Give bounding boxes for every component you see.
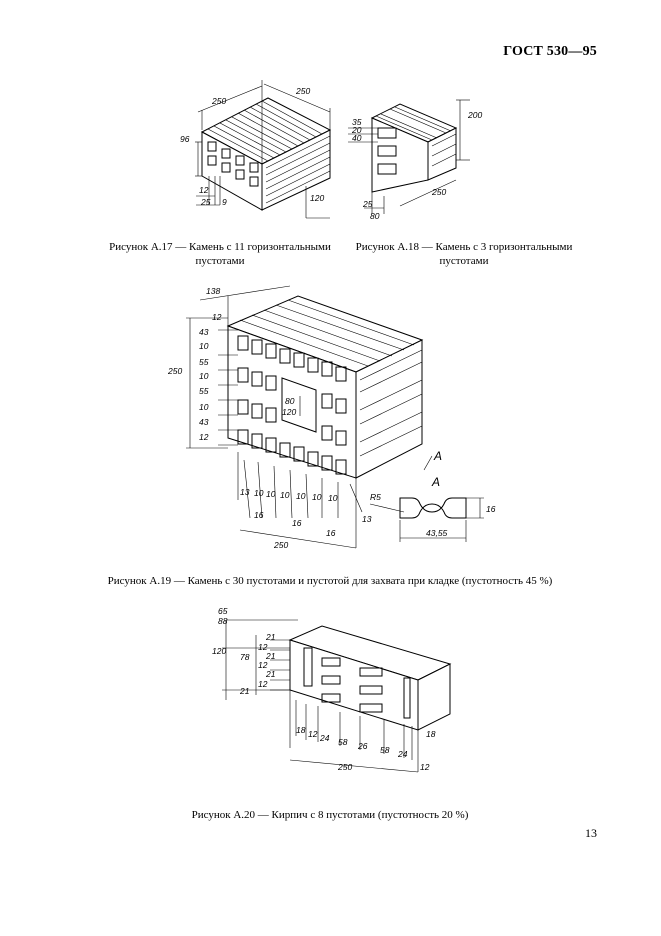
fig20-dim-78: 78 (240, 652, 250, 662)
figure-a17-caption-line1: Рисунок А.17 — Камень с 11 горизонтальны… (109, 241, 331, 253)
detail-a-4355: 43,55 (426, 528, 448, 538)
fig19-bottom-dim-4: 10 (296, 491, 306, 501)
fig19-bottom-dim-7: 13 (362, 514, 372, 524)
fig19-left-dim-6: 43 (199, 417, 209, 427)
figure-a18-caption: Рисунок А.18 — Камень с 3 горизонтальным… (346, 240, 582, 268)
fig19-left-dim-7: 12 (199, 432, 209, 442)
fig19-bottom-dim-1: 10 (254, 488, 264, 498)
fig18-dim-35: 35 (352, 117, 362, 127)
fig19-dim-16b: 16 (292, 518, 302, 528)
fig19-bottom-dim-0: 13 (240, 487, 250, 497)
figure-a20-drawing: 65 88 120 78 21 12 21 12 21 12 21 18 12 … (212, 606, 452, 773)
figure-a17-drawing: 250 250 96 12 25 9 120 (180, 80, 332, 219)
fig20-left-dim-2: 21 (265, 651, 276, 661)
fig20-left-dim-1: 12 (258, 642, 268, 652)
fig18-dim-25: 25 (362, 199, 373, 209)
figure-a18-drawing: 35 20 40 200 250 25 80 (348, 99, 482, 221)
figure-a17-caption-line2: пустотами (195, 255, 245, 267)
fig19-dim-16a: 16 (254, 510, 264, 520)
fig19-left-dim-4: 55 (199, 386, 209, 396)
fig20-left-dim-4: 21 (265, 669, 276, 679)
fig19-left-dim-3: 10 (199, 371, 209, 381)
fig20-dim-88: 88 (218, 616, 228, 626)
fig20-bottom-dim-6: 24 (397, 749, 408, 759)
fig19-dim-grip80: 80 (285, 396, 295, 406)
figure-a19-drawing: 138 12 250 43 10 55 10 55 10 43 12 80 12… (167, 285, 442, 550)
fig20-bottom-dim-3: 58 (338, 737, 348, 747)
fig20-bottom-dim-1: 12 (308, 729, 318, 739)
fig19-left-dim-5: 10 (199, 402, 209, 412)
fig19-bottom-dim-5: 10 (312, 492, 322, 502)
fig19-label-a: A (433, 449, 442, 463)
fig20-bottom-dim-8: 18 (426, 729, 436, 739)
fig17-dim-9: 9 (222, 197, 227, 207)
fig18-dim-80: 80 (370, 211, 380, 221)
fig19-bottom-dim-2: 10 (266, 489, 276, 499)
figure-a17-caption: Рисунок А.17 — Камень с 11 горизонтальны… (100, 240, 340, 268)
fig20-left-dim-0: 21 (265, 632, 276, 642)
fig19-dim-12-top: 12 (212, 312, 222, 322)
fig19-dim-250-width: 250 (273, 540, 288, 550)
fig20-bottom-dim-5: 58 (380, 745, 390, 755)
fig20-left-dim-5: 12 (258, 679, 268, 689)
figure-a19-caption: Рисунок А.19 — Камень с 30 пустотами и п… (107, 575, 553, 587)
fig20-dim-120: 120 (212, 646, 226, 656)
figure-a20-caption: Рисунок А.20 — Кирпич с 8 пустотами (пус… (191, 809, 469, 821)
fig17-dim-top250: 250 (295, 86, 310, 96)
fig19-dim-16c: 16 (326, 528, 336, 538)
fig19-dim-250-side: 250 (167, 366, 182, 376)
fig17-dim-96: 96 (180, 134, 190, 144)
fig17-dim-25: 25 (200, 197, 211, 207)
figure-a18-caption-line2: пустотами (439, 255, 489, 267)
detail-a-r5: R5 (370, 492, 381, 502)
fig20-bottom-dim-2: 24 (319, 733, 330, 743)
document-header: ГОСТ 530—95 (503, 44, 597, 59)
fig20-bottom-dim-0: 18 (296, 725, 306, 735)
fig17-dim-120: 120 (310, 193, 324, 203)
fig20-bottom-dim-7: 12 (420, 762, 430, 772)
detail-a-label: A (431, 475, 440, 489)
fig19-bottom-dim-3: 10 (280, 490, 290, 500)
detail-a-drawing: A R5 16 43,55 (369, 475, 496, 542)
fig20-dim-250: 250 (337, 762, 352, 772)
fig19-left-dim-2: 55 (199, 357, 209, 367)
fig18-dim-20: 20 (351, 125, 362, 135)
fig18-dim-250: 250 (431, 187, 446, 197)
fig20-bottom-dim-4: 26 (357, 741, 368, 751)
fig19-left-dim-1: 10 (199, 341, 209, 351)
figure-a18-caption-line1: Рисунок А.18 — Камень с 3 горизонтальным… (355, 241, 573, 253)
fig19-dim-138: 138 (206, 286, 220, 296)
fig20-dim-65: 65 (218, 606, 228, 616)
detail-a-16: 16 (486, 504, 496, 514)
fig19-bottom-dim-6: 10 (328, 493, 338, 503)
fig20-left-dim-3: 12 (258, 660, 268, 670)
fig19-left-dim-0: 43 (199, 327, 209, 337)
page-number: 13 (585, 826, 597, 840)
fig19-dim-grip120: 120 (282, 407, 296, 417)
fig18-dim-40: 40 (352, 133, 362, 143)
fig17-dim-left250: 250 (211, 96, 226, 106)
fig18-dim-200: 200 (467, 110, 482, 120)
fig20-left-dim-6: 21 (239, 686, 250, 696)
fig17-dim-12: 12 (199, 185, 209, 195)
